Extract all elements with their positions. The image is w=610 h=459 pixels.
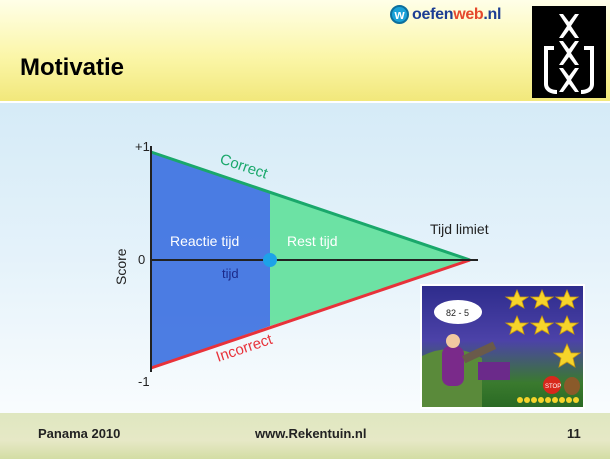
game-sum: 82 - 5 [446,308,469,318]
y-tick-zero: 0 [138,252,145,267]
footer-event: Panama 2010 [38,426,121,441]
table-shape [478,362,510,380]
y-tick-bottom: -1 [138,374,150,389]
coin-bag-icon [564,377,580,395]
game-screenshot: 82 - 5 STOP [420,284,585,409]
time-limit-label: Tijd limiet [430,221,489,237]
wizard-figure [442,346,464,386]
rest-time-label: Rest tijd [287,233,338,249]
star-icon [552,343,582,368]
slide-footer [0,413,610,459]
page-number: 11 [567,426,581,441]
star-icon [554,314,580,335]
logo-text-part1: oefen [412,5,454,23]
slide-title: Motivatie [20,54,125,81]
star-icon [504,288,530,309]
stop-sign-icon [543,376,561,394]
logo-text-part2: web [453,5,484,23]
star-icon [554,288,580,309]
y-axis-label: Score [113,248,129,285]
logo-text-part3: .nl [483,5,502,23]
time-marker [263,253,277,267]
rest-time-area [270,191,470,326]
wizard-head [446,334,460,348]
star-icon [504,314,530,335]
telescope-icon [462,341,497,364]
star-icon [529,288,555,309]
correct-line [150,150,471,262]
y-tick-top: +1 [135,139,150,154]
footer-website: www.Rekentuin.nl [255,426,367,441]
oefenweb-w-icon: w [390,5,409,24]
star-icon [529,314,555,335]
oefenweb-logo: w oefenweb.nl [390,5,501,24]
stop-label: STOP [545,384,561,390]
speech-bubble [434,300,482,324]
reaction-time-label: Reactie tijd [170,233,239,249]
slide-header [0,0,610,103]
coin-row [517,397,579,403]
university-crest-icon [532,6,606,98]
incorrect-line [150,258,471,370]
time-axis-label: tijd [222,266,239,281]
header-divider [0,101,610,103]
